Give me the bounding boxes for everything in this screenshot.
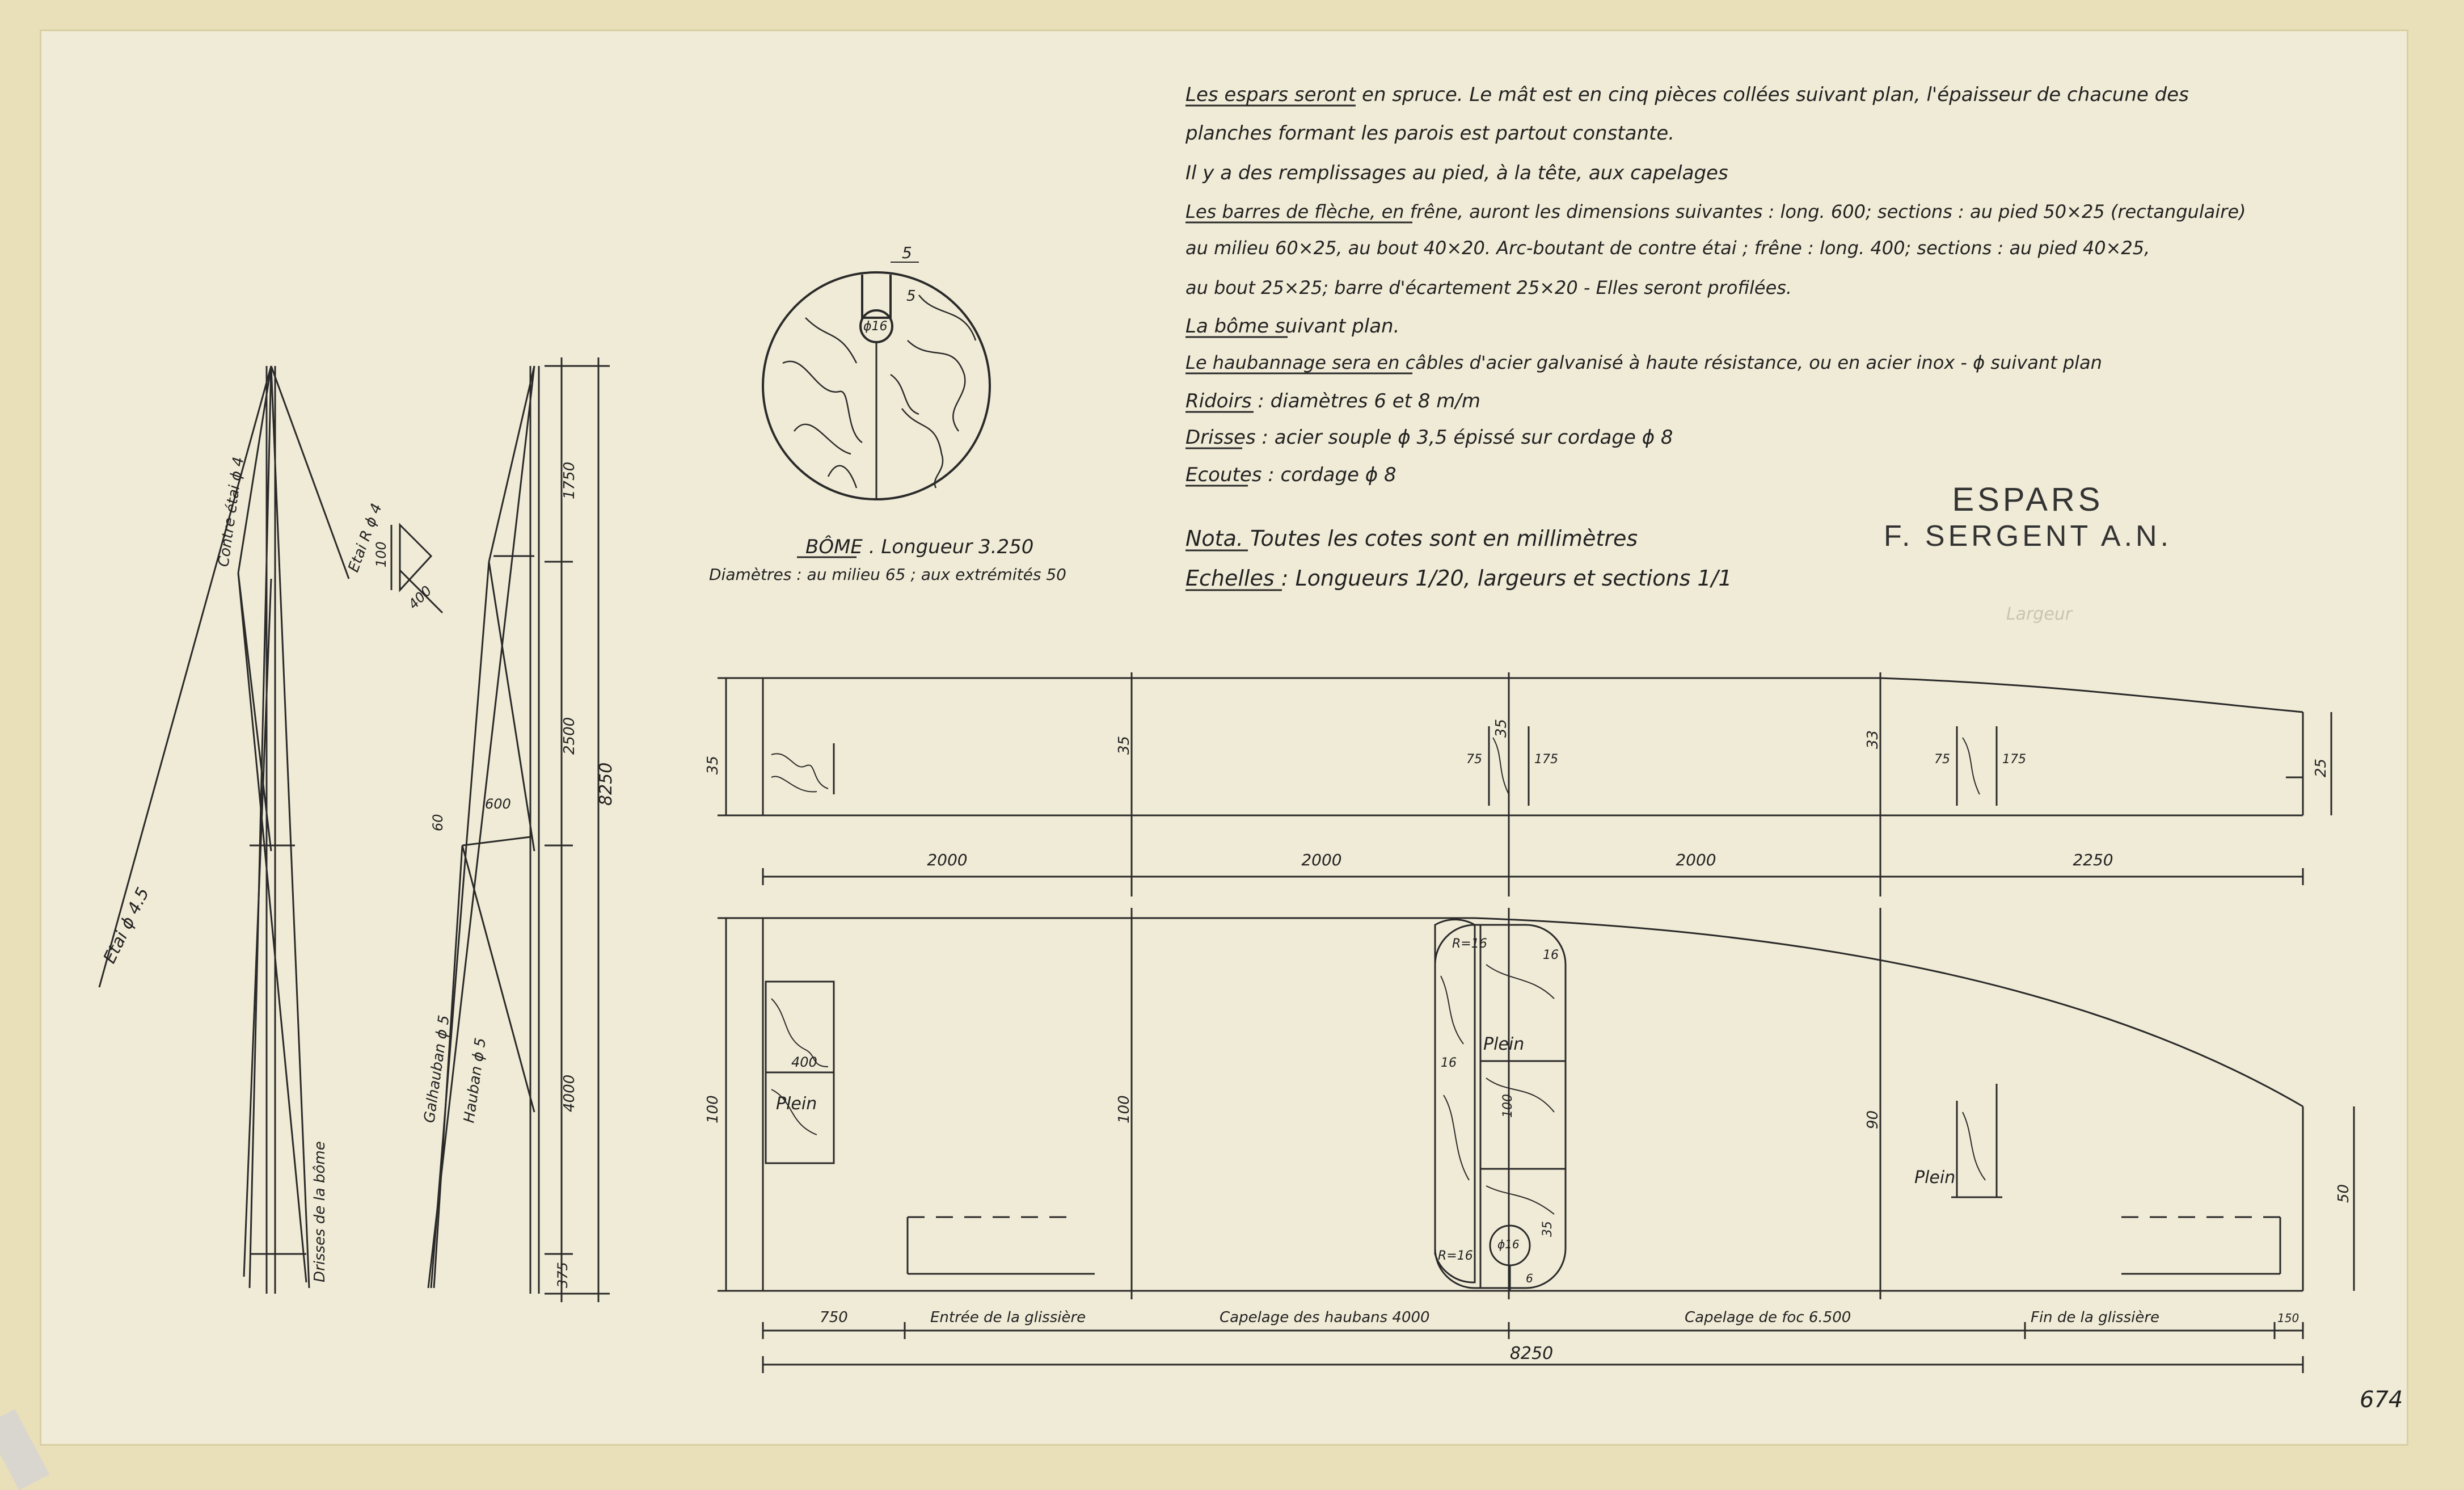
tracing-paper bbox=[40, 30, 2408, 1446]
top-seg-1: 2000 bbox=[927, 851, 967, 869]
top-seg-3: 2000 bbox=[1676, 851, 1716, 869]
side-label-fin: Fin de la glissière bbox=[2031, 1309, 2159, 1326]
side-dim-16-a: 16 bbox=[1441, 1056, 1457, 1070]
side-dim-16-b: 16 bbox=[1543, 948, 1559, 962]
note-line-3: Il y a des remplissages au pied, à la tê… bbox=[1185, 162, 1728, 184]
notes-block: Les espars seront en spruce. Le mât est … bbox=[1185, 83, 2246, 591]
side-label-entree: Entrée de la glissière bbox=[930, 1309, 1086, 1326]
top-seg-2: 2000 bbox=[1301, 851, 1341, 869]
side-dim-100-b: 100 bbox=[1116, 1095, 1133, 1123]
boom-diameters: Diamètres : au milieu 65 ; aux extrémité… bbox=[709, 565, 1066, 584]
top-dim-175-b: 175 bbox=[2002, 752, 2026, 767]
note-line-9: Ridoirs : diamètres 6 et 8 m/m bbox=[1185, 390, 1480, 413]
side-label-capelage-haubans: Capelage des haubans 4000 bbox=[1220, 1309, 1430, 1326]
rig-side-view: 1750 2500 4000 8250 375 60 600 Galhauban… bbox=[421, 357, 616, 1302]
side-dim-4000: 4000 bbox=[561, 1075, 578, 1112]
top-view-grain bbox=[771, 737, 1980, 795]
spreader-dim-400: 400 bbox=[405, 583, 434, 612]
side-dim-150: 150 bbox=[2277, 1311, 2299, 1325]
side-hole: ϕ16 bbox=[1497, 1238, 1520, 1251]
boom-hole-label: ϕ16 bbox=[863, 319, 888, 334]
mast-top-view: 35 35 35 33 25 75 175 75 175 2000 2000 2… bbox=[704, 672, 2332, 896]
side-dim-600: 600 bbox=[485, 796, 511, 812]
title-author: F. SERGENT A.N. bbox=[1884, 520, 2172, 553]
spreader-dim-100: 100 bbox=[373, 541, 389, 567]
side-dim-35: 35 bbox=[1541, 1221, 1555, 1237]
side-dim-100-c: 100 bbox=[1501, 1094, 1515, 1118]
side-dim-375: 375 bbox=[555, 1262, 571, 1288]
spreader-detail: 100 400 bbox=[373, 523, 444, 614]
side-dim-400: 400 bbox=[791, 1054, 817, 1070]
side-dim-1750: 1750 bbox=[561, 462, 578, 499]
side-label-r16-b: R=16 bbox=[1438, 1249, 1473, 1263]
title-block: ESPARS F. SERGENT A.N. Largeur bbox=[1884, 481, 2172, 624]
side-dim-100-a: 100 bbox=[704, 1095, 722, 1123]
side-dim-50: 50 bbox=[2335, 1184, 2352, 1203]
sheet-number: 674 bbox=[2360, 1387, 2403, 1413]
note-line-5: au milieu 60×25, au bout 40×20. Arc-bout… bbox=[1185, 237, 2150, 259]
note-line-11: Ecoutes : cordage ϕ 8 bbox=[1185, 464, 1396, 486]
boom-dim-5-side: 5 bbox=[906, 288, 916, 305]
boom-grain bbox=[782, 294, 977, 489]
side-dim-8250: 8250 bbox=[596, 763, 616, 806]
note-line-7: La bôme suivant plan. bbox=[1185, 315, 1399, 338]
top-seg-4: 2250 bbox=[2073, 851, 2113, 869]
boom-dim-5-top: 5 bbox=[902, 243, 912, 262]
top-dim-175-a: 175 bbox=[1534, 752, 1558, 767]
note-line-8: Le haubannage sera en câbles d'acier gal… bbox=[1185, 352, 2102, 373]
rig-label-hauban: Hauban ϕ 5 bbox=[461, 1037, 490, 1124]
note-line-6: au bout 25×25; barre d'écartement 25×20 … bbox=[1185, 277, 1792, 298]
note-echelles: Echelles : Longueurs 1/20, largeurs et s… bbox=[1185, 566, 1732, 591]
side-label-r16-a: R=16 bbox=[1452, 937, 1487, 951]
side-label-plein-1: Plein bbox=[776, 1094, 817, 1114]
side-dim-750: 750 bbox=[820, 1309, 848, 1326]
side-dim-90: 90 bbox=[1864, 1110, 1881, 1129]
title-faint-note: Largeur bbox=[2006, 604, 2073, 624]
boom-slot bbox=[861, 275, 892, 319]
side-label-capelage-foc: Capelage de foc 6.500 bbox=[1685, 1309, 1851, 1326]
note-line-2: planches formant les parois est partout … bbox=[1185, 122, 1674, 145]
side-dim-6: 6 bbox=[1526, 1272, 1533, 1285]
top-dim-35-b: 35 bbox=[1116, 736, 1133, 755]
side-label-plein-3: Plein bbox=[1914, 1168, 1955, 1188]
rig-label-etai: Etai ϕ 4.5 bbox=[100, 885, 154, 967]
note-line-1: Les espars seront en spruce. Le mât est … bbox=[1185, 83, 2189, 106]
mast-side-view: 100 100 90 50 400 Plein Plein Plein R=16… bbox=[704, 908, 2355, 1373]
note-line-4: Les barres de flèche, en frêne, auront l… bbox=[1185, 201, 2246, 222]
top-dim-25: 25 bbox=[2313, 759, 2330, 777]
top-dim-75-a: 75 bbox=[1466, 752, 1482, 767]
boom-section: 5 5 ϕ16 BÔME . Longueur 3.250 Diamètres … bbox=[709, 243, 1066, 584]
rig-front-view: Etai ϕ 4.5 Contre étai ϕ 4 Etai R ϕ 4 Dr… bbox=[98, 365, 386, 1294]
note-nota: Nota. Toutes les cotes sont en millimètr… bbox=[1185, 526, 1638, 551]
side-dim-total: 8250 bbox=[1510, 1344, 1553, 1363]
top-dim-75-b: 75 bbox=[1934, 752, 1950, 767]
top-dim-35-c: 35 bbox=[1493, 719, 1510, 738]
top-dim-35-a: 35 bbox=[704, 756, 722, 775]
side-dim-2500: 2500 bbox=[561, 717, 578, 755]
title-main: ESPARS bbox=[1952, 481, 2103, 518]
side-view-grain bbox=[771, 964, 1986, 1215]
top-dim-33: 33 bbox=[1864, 730, 1881, 749]
boom-caption: BÔME . Longueur 3.250 bbox=[805, 535, 1033, 558]
note-line-10: Drisses : acier souple ϕ 3,5 épissé sur … bbox=[1185, 426, 1673, 449]
side-label-plein-2: Plein bbox=[1483, 1034, 1524, 1054]
side-dim-60: 60 bbox=[430, 814, 446, 831]
rig-label-drisses: Drisses de la bôme bbox=[311, 1141, 328, 1282]
